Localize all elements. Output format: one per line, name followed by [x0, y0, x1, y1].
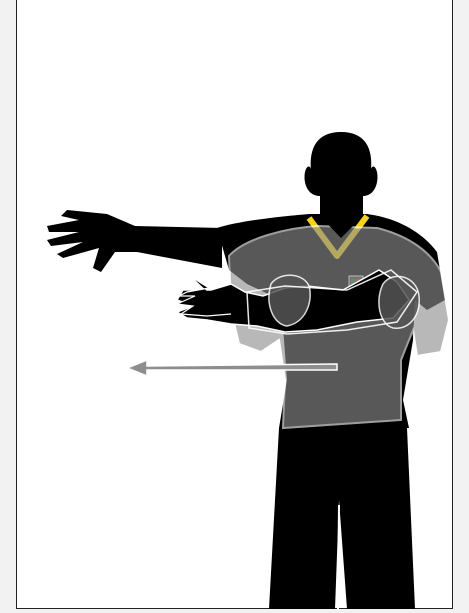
illustration-frame [16, 0, 453, 609]
referee-signal-illustration [17, 0, 454, 609]
extended-arm [47, 210, 222, 272]
legs [269, 428, 415, 609]
folded-arms [177, 270, 419, 334]
